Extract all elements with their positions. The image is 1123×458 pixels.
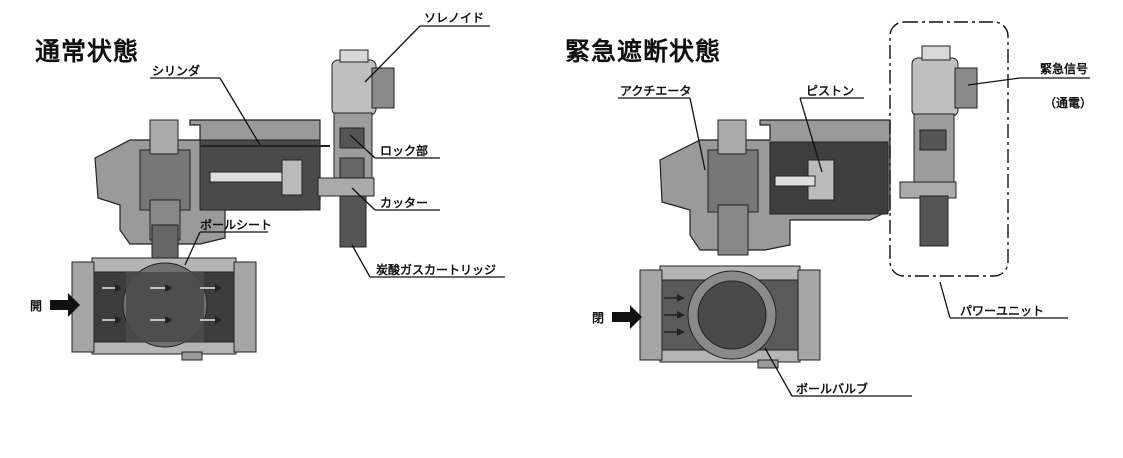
- left-title: 通常状態: [35, 37, 140, 66]
- label-solenoid: ソレノイド: [424, 11, 485, 25]
- label-cylinder: シリンダ: [152, 64, 201, 78]
- label-lock: ロック部: [380, 144, 429, 158]
- power-unit-boundary: [889, 21, 1009, 277]
- label-piston: ピストン: [806, 84, 855, 98]
- right-leader-lines: [618, 77, 1090, 397]
- label-signal: 緊急信号: [1040, 62, 1089, 76]
- right-ball-valve: [639, 265, 821, 369]
- right-flow-arrow: [612, 305, 642, 329]
- right-valve-assembly: [659, 119, 891, 256]
- left-leader-lines: [150, 25, 505, 278]
- left-flow-arrow: [50, 293, 80, 317]
- left-valve-assembly: [94, 119, 330, 261]
- left-ball-valve: [71, 257, 257, 361]
- label-ball-seat: ボールシート: [200, 218, 273, 232]
- label-right-state: 閉: [592, 311, 605, 325]
- label-actuator: アクチエータ: [620, 84, 692, 98]
- label-left-state: 開: [30, 299, 43, 313]
- label-ball-valve: ボールバルブ: [796, 382, 869, 396]
- label-signal-note: （通電）: [1044, 96, 1093, 110]
- label-cartridge: 炭酸ガスカートリッジ: [376, 263, 497, 277]
- label-power-unit: パワーユニット: [960, 304, 1045, 318]
- right-power-unit: [899, 45, 978, 247]
- label-cutter: カッター: [380, 196, 429, 210]
- right-title: 緊急遮断状態: [565, 37, 722, 66]
